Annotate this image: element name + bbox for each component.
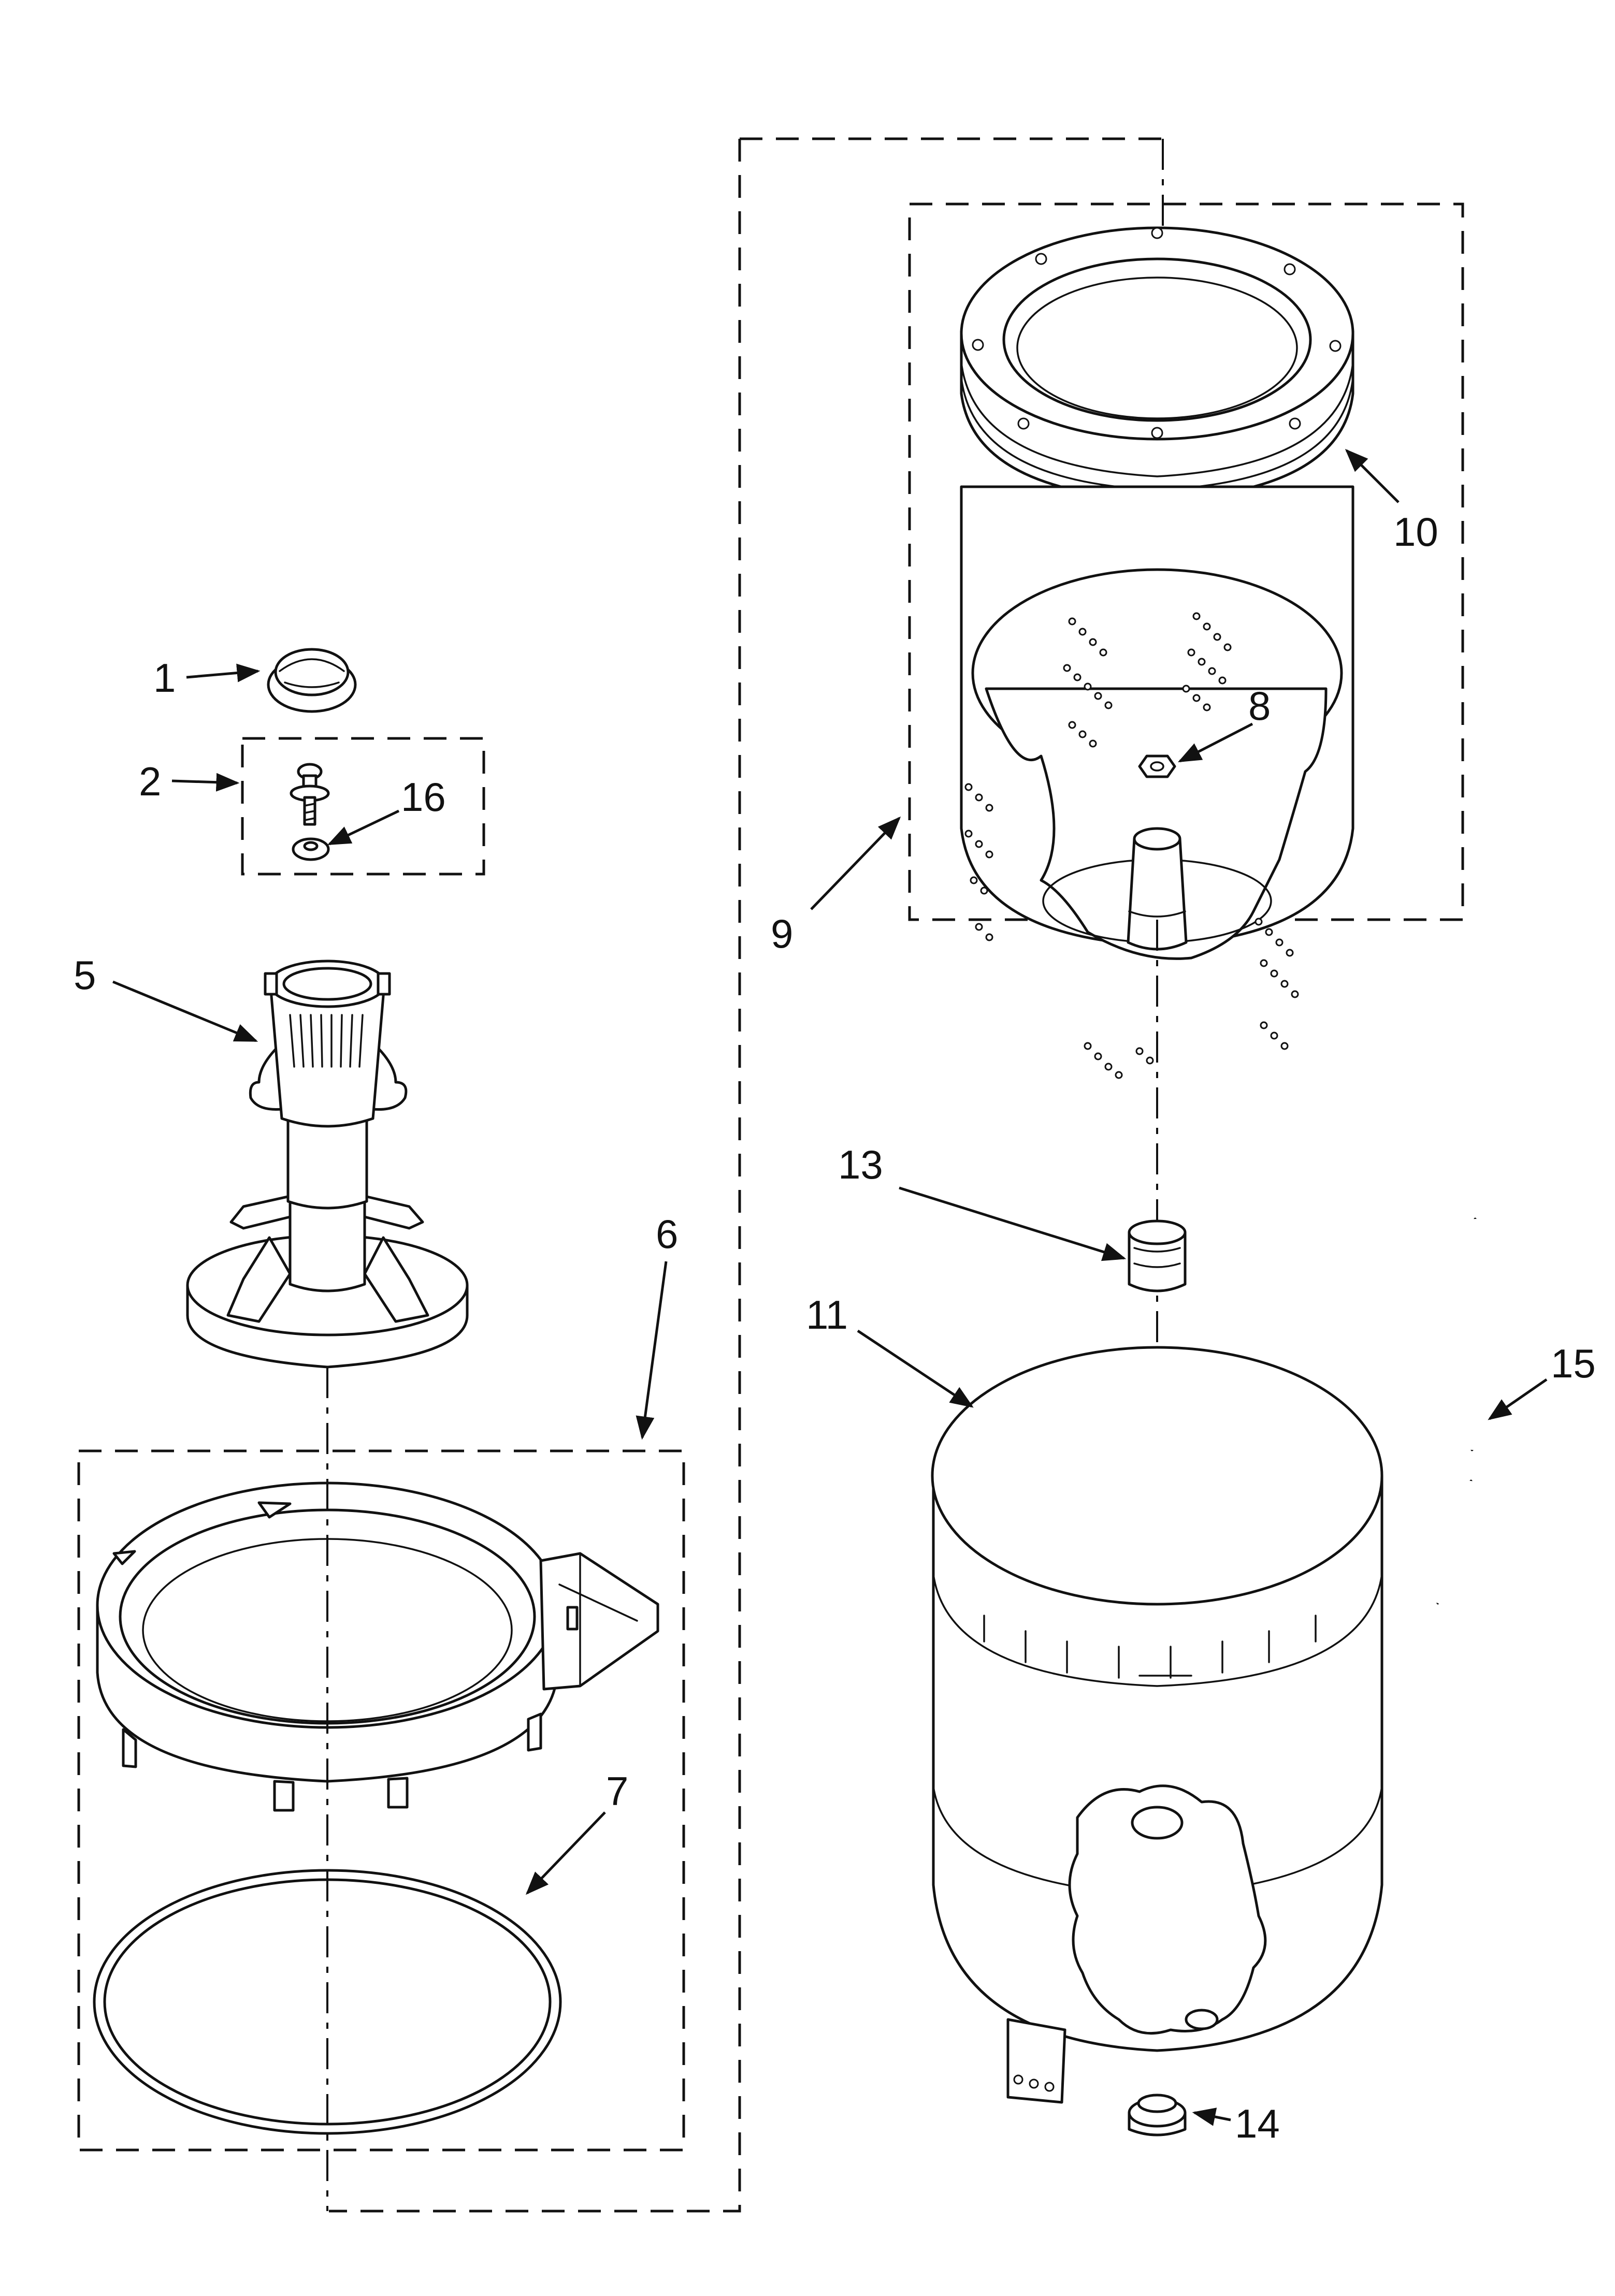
basket-perforations [964, 612, 1299, 1079]
label-1: 1 [153, 655, 176, 701]
part-8-nut [1138, 754, 1176, 778]
group-box-2 [241, 737, 485, 876]
part-1-cap [267, 648, 357, 713]
label-15: 15 [1551, 1341, 1596, 1386]
part-5-agitator [186, 960, 469, 1369]
part-14-plug [1128, 2094, 1187, 2137]
part-11-outer-tub [931, 1346, 1383, 2104]
part-10-balance-ring [960, 226, 1354, 502]
label-7: 7 [606, 1768, 628, 1814]
label-14: 14 [1235, 2101, 1280, 2146]
label-5: 5 [74, 952, 96, 998]
label-13: 13 [838, 1142, 883, 1187]
leader-arrows [112, 448, 1548, 2126]
part-6-tub-ring [96, 1481, 659, 1812]
callout-labels: 1 2 5 6 7 8 9 10 11 13 14 15 16 [74, 509, 1596, 2146]
group-box-6 [77, 1449, 685, 2152]
part-2-bolt [290, 763, 330, 826]
label-8: 8 [1248, 683, 1271, 729]
label-11: 11 [806, 1292, 848, 1338]
label-9: 9 [771, 911, 793, 956]
label-16: 16 [401, 774, 446, 820]
label-6: 6 [656, 1211, 678, 1257]
part-16-washer [292, 837, 330, 861]
part-15-hose [1435, 1217, 1480, 1605]
part-13-seal [1128, 1219, 1187, 1292]
label-2: 2 [139, 759, 161, 804]
label-10: 10 [1393, 509, 1438, 555]
part-9-spin-basket [960, 485, 1354, 1079]
